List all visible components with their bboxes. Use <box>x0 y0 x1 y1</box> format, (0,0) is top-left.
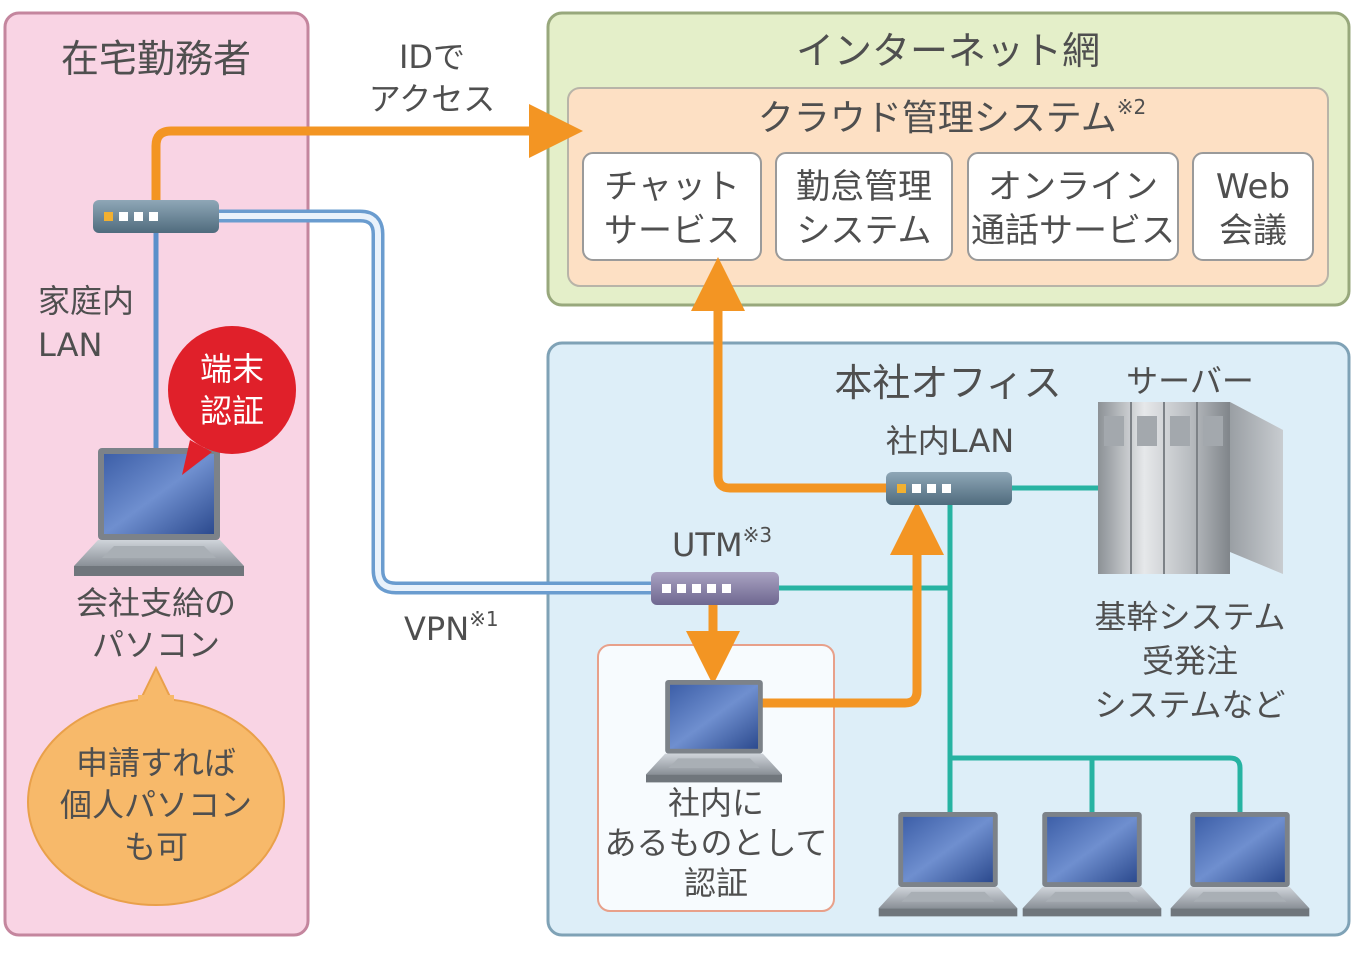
internal-auth-label-2: あるものとして <box>604 824 827 862</box>
personal-pc-bubble <box>27 665 285 906</box>
service-web-line2: 会議 <box>1219 211 1287 251</box>
vpn-tunnel <box>218 209 656 595</box>
home-lan-label-1: 家庭内 <box>38 282 134 320</box>
company-pc-label-2: パソコン <box>92 626 220 664</box>
personal-pc-label-1: 申請すれば <box>76 744 236 782</box>
service-chat-line1: チャット <box>604 167 740 207</box>
office-laptop-icon-1 <box>878 812 1018 917</box>
service-box-call <box>967 152 1179 261</box>
personal-pc-label-3: も可 <box>124 828 188 866</box>
service-box-chat <box>582 152 762 261</box>
service-chat-line2: サービス <box>604 211 740 251</box>
cloud-title: クラウド管理システム※2 <box>758 95 1146 139</box>
service-web-line1: Web <box>1216 167 1290 207</box>
service-attendance-line1: 勤怠管理 <box>796 167 932 207</box>
office-router-icon <box>886 472 1012 505</box>
core-system-label-1: 基幹システム <box>1094 598 1285 636</box>
orange-paths <box>151 104 944 708</box>
home-router-icon <box>93 200 219 233</box>
company-pc-label-1: 会社支給の <box>76 584 236 622</box>
service-call-line1: オンライン <box>988 167 1158 207</box>
auth-label-1: 端末 <box>200 350 264 388</box>
service-box-attendance <box>775 152 953 261</box>
core-system-label-3: システムなど <box>1094 686 1285 724</box>
home-lan-label-2: LAN <box>38 326 102 364</box>
id-access-label-2: アクセス <box>369 80 495 118</box>
office-zone-title: 本社オフィス <box>834 361 1061 405</box>
internal-auth-label-1: 社内に <box>668 784 764 822</box>
id-access-label-1: IDで <box>399 38 465 76</box>
personal-pc-label-2: 個人パソコン <box>60 786 252 824</box>
vpn-label: VPN※1 <box>404 607 499 648</box>
internet-zone-title: インターネット網 <box>796 29 1100 73</box>
office-laptop-icon-2 <box>1022 812 1162 917</box>
service-box-web <box>1192 152 1314 261</box>
server-label: サーバー <box>1126 362 1254 400</box>
internal-auth-label-3: 認証 <box>684 864 748 902</box>
service-attendance-line2: システム <box>797 211 932 251</box>
utm-icon <box>651 572 779 605</box>
auth-badge <box>168 326 296 475</box>
office-laptop-icon-3 <box>1170 812 1310 917</box>
office-lan-lines <box>778 485 1243 820</box>
company-laptop-icon <box>74 448 244 576</box>
service-call-line2: 通話サービス <box>971 211 1175 251</box>
auth-label-2: 認証 <box>200 392 264 430</box>
home-zone-title: 在宅勤務者 <box>61 37 251 81</box>
internal-laptop-icon <box>646 680 782 783</box>
office-lan-label: 社内LAN <box>886 422 1014 460</box>
utm-label: UTM※3 <box>672 523 772 564</box>
server-icon <box>1098 402 1283 574</box>
core-system-label-2: 受発注 <box>1142 642 1238 680</box>
